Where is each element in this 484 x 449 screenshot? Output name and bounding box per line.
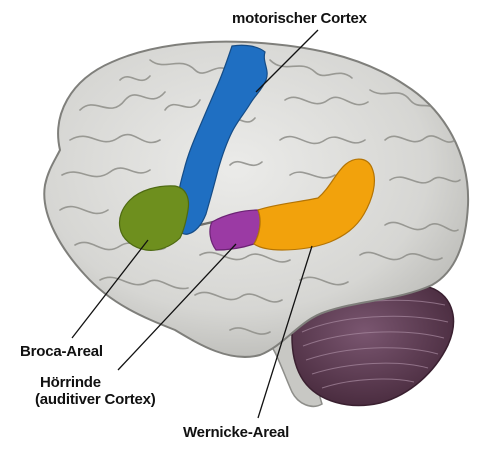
motor-cortex-label: motorischer Cortex <box>232 10 367 27</box>
wernicke-label: Wernicke-Areal <box>183 424 289 441</box>
auditory-cortex-label: Hörrinde (auditiver Cortex) <box>40 374 156 408</box>
auditory-cortex-label-line1: Hörrinde <box>40 374 156 391</box>
auditory-cortex-label-line2: (auditiver Cortex) <box>35 391 156 408</box>
broca-label: Broca-Areal <box>20 343 103 360</box>
